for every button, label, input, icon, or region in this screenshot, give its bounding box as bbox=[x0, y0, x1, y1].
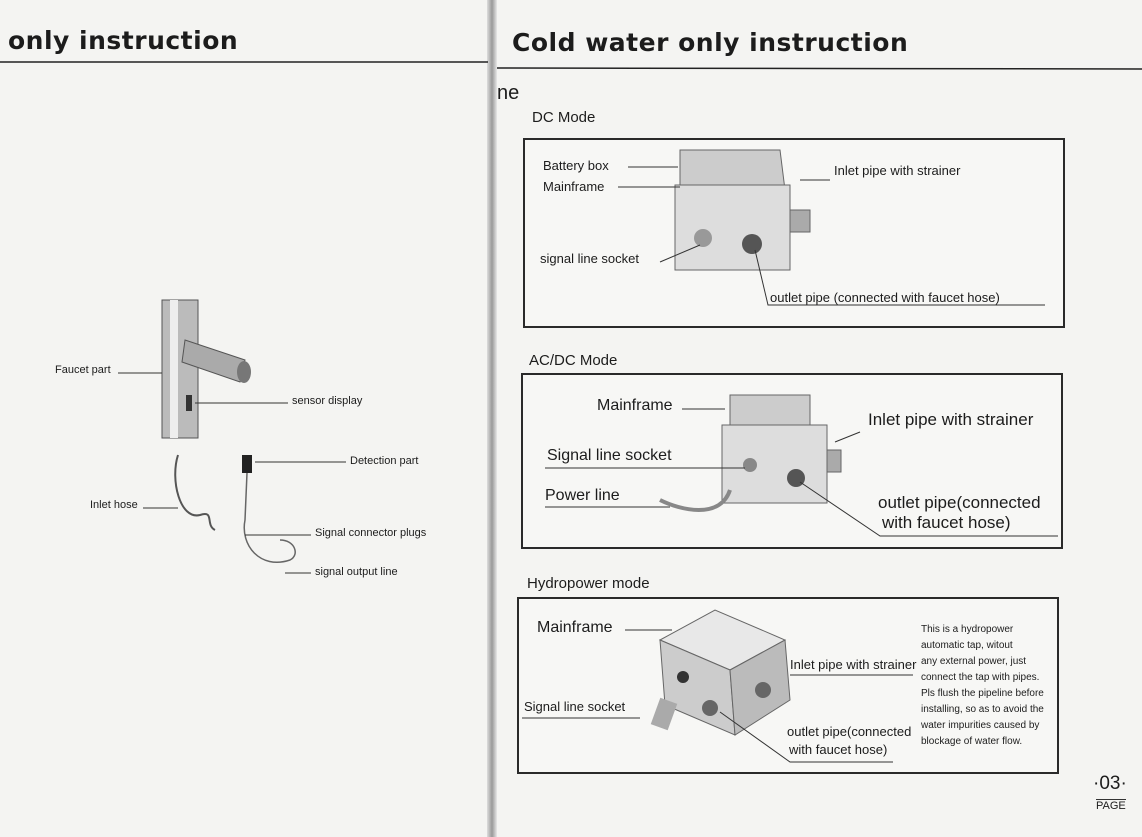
hydropower-mainframe-illustration bbox=[650, 609, 791, 736]
acdc-label-outlet-pipe-line1: outlet pipe(connected bbox=[878, 493, 1041, 512]
hydro-label-inlet-pipe: Inlet pipe with strainer bbox=[790, 657, 917, 672]
label-detection-part: Detection part bbox=[350, 455, 419, 467]
note-line: This is a hydropower bbox=[921, 624, 1014, 635]
acdc-label-outlet-pipe-line2: with faucet hose) bbox=[882, 513, 1011, 532]
acdc-mainframe-illustration bbox=[659, 394, 842, 512]
note-line: installing, so as to avoid the bbox=[921, 704, 1044, 715]
label-sensor-display: sensor display bbox=[292, 395, 363, 407]
label-faucet-part: Faucet part bbox=[55, 364, 111, 376]
hydropower-mode-heading: Hydropower mode bbox=[527, 575, 650, 592]
note-line: any external power, just bbox=[921, 656, 1027, 667]
note-line: automatic tap, witout bbox=[921, 640, 1013, 651]
dc-label-signal-line-socket: signal line socket bbox=[540, 251, 639, 266]
note-line: blockage of water flow. bbox=[921, 736, 1023, 747]
label-signal-output-line: signal output line bbox=[315, 566, 398, 578]
page-number: ·03· bbox=[1093, 773, 1127, 794]
page-label: PAGE bbox=[1096, 799, 1126, 812]
label-signal-connector-plugs: Signal connector plugs bbox=[315, 527, 427, 539]
dc-label-battery-box: Battery box bbox=[543, 158, 609, 173]
dc-mode-heading: DC Mode bbox=[532, 109, 596, 126]
right-page-title: Cold water only instruction bbox=[512, 28, 909, 57]
heading-fragment: ne bbox=[497, 82, 520, 104]
faucet-illustration bbox=[161, 299, 251, 439]
label-inlet-hose: Inlet hose bbox=[90, 499, 138, 511]
hydro-label-mainframe: Mainframe bbox=[537, 619, 613, 636]
left-page-title: only instruction bbox=[8, 26, 239, 55]
hydropower-note: This is a hydropower automatic tap, wito… bbox=[921, 622, 1061, 750]
acdc-mode-heading: AC/DC Mode bbox=[529, 352, 618, 369]
book-spine bbox=[487, 0, 497, 837]
hydro-label-signal-line-socket: Signal line socket bbox=[524, 699, 626, 714]
acdc-label-inlet-pipe: Inlet pipe with strainer bbox=[868, 410, 1034, 429]
acdc-label-signal-line-socket: Signal line socket bbox=[547, 447, 672, 464]
dc-label-outlet-pipe: outlet pipe (connected with faucet hose) bbox=[770, 290, 1000, 305]
acdc-label-mainframe: Mainframe bbox=[597, 397, 673, 414]
dc-label-inlet-pipe: Inlet pipe with strainer bbox=[834, 163, 961, 178]
note-line: water impurities caused by bbox=[921, 720, 1040, 731]
dc-mainframe-illustration bbox=[674, 149, 811, 271]
note-line: connect the tap with pipes. bbox=[921, 672, 1040, 683]
hydro-label-outlet-pipe-line2: with faucet hose) bbox=[789, 742, 888, 757]
dc-label-mainframe: Mainframe bbox=[543, 179, 605, 194]
note-line: Pls flush the pipeline before bbox=[921, 688, 1044, 699]
acdc-label-power-line: Power line bbox=[545, 487, 620, 504]
hydro-label-outlet-pipe-line1: outlet pipe(connected bbox=[787, 724, 912, 739]
